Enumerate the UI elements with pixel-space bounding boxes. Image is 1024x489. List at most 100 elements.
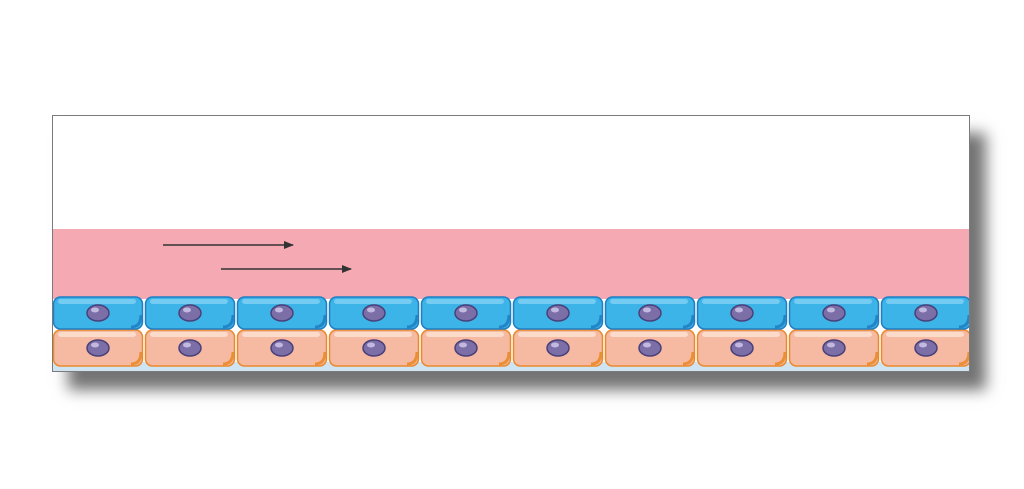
nucleus-highlight: [827, 307, 835, 313]
cell-highlight: [242, 332, 320, 337]
endothelial-cell-icon: [420, 296, 512, 330]
cell-shading: [314, 351, 327, 366]
nucleus: [914, 339, 938, 357]
nucleus: [270, 304, 294, 322]
nucleus-highlight: [919, 342, 927, 348]
nucleus: [362, 339, 386, 357]
cell-shading: [958, 351, 969, 366]
cell-highlight: [702, 332, 780, 337]
smooth-muscle-cell-icon: [604, 329, 696, 367]
vessel-diagram: [53, 116, 969, 371]
cell-shading: [774, 351, 787, 366]
nucleus-highlight: [367, 307, 375, 313]
cell-highlight: [426, 299, 504, 304]
cell-shading: [222, 351, 235, 366]
endothelial-cell-icon: [696, 296, 788, 330]
lumen-space: [53, 116, 969, 229]
cell-highlight: [242, 299, 320, 304]
endothelial-cell-icon: [236, 296, 328, 330]
cell-highlight: [150, 299, 228, 304]
cell-shading: [498, 351, 511, 366]
nucleus: [546, 339, 570, 357]
nucleus: [362, 304, 386, 322]
flow-arrows: [163, 241, 352, 273]
smooth-muscle-cell-icon: [144, 329, 236, 367]
cell-shading: [682, 351, 695, 366]
cell-highlight: [58, 332, 136, 337]
nucleus-highlight: [91, 342, 99, 348]
nucleus: [86, 339, 110, 357]
nucleus: [914, 304, 938, 322]
cell-shading: [682, 314, 695, 329]
smooth-muscle-cell-icon: [788, 329, 880, 367]
cell-highlight: [150, 332, 228, 337]
nucleus-highlight: [367, 342, 375, 348]
cell-shading: [590, 314, 603, 329]
smooth-muscle-cell-icon: [236, 329, 328, 367]
nucleus: [730, 304, 754, 322]
cell-highlight: [58, 299, 136, 304]
nucleus: [178, 339, 202, 357]
smooth-muscle-cell-icon: [696, 329, 788, 367]
nucleus-highlight: [827, 342, 835, 348]
nucleus-highlight: [459, 342, 467, 348]
endothelial-cell-icon: [144, 296, 236, 330]
nucleus-highlight: [735, 307, 743, 313]
cell-shading: [866, 351, 879, 366]
cell-highlight: [518, 332, 596, 337]
cell-highlight: [518, 299, 596, 304]
nucleus: [178, 304, 202, 322]
cell-highlight: [610, 332, 688, 337]
nucleus-highlight: [919, 307, 927, 313]
endothelial-cell-layer: [53, 296, 969, 330]
nucleus-highlight: [91, 307, 99, 313]
nucleus-highlight: [551, 307, 559, 313]
cell-shading: [498, 314, 511, 329]
cell-highlight: [886, 299, 964, 304]
cell-highlight: [702, 299, 780, 304]
cell-shading: [314, 314, 327, 329]
nucleus-highlight: [735, 342, 743, 348]
nucleus: [86, 304, 110, 322]
vessel-cross-section-panel: [52, 115, 970, 372]
cell-shading: [130, 314, 143, 329]
cell-highlight: [610, 299, 688, 304]
smooth-muscle-cell-icon: [880, 329, 969, 367]
cell-highlight: [334, 332, 412, 337]
endothelial-cell-icon: [604, 296, 696, 330]
nucleus: [638, 339, 662, 357]
nucleus: [638, 304, 662, 322]
cell-shading: [774, 314, 787, 329]
endothelial-cell-icon: [328, 296, 420, 330]
blood-plasma-layer: [53, 229, 969, 299]
smooth-muscle-cell-layer: [53, 329, 969, 367]
nucleus: [454, 304, 478, 322]
nucleus: [546, 304, 570, 322]
nucleus: [730, 339, 754, 357]
nucleus: [822, 339, 846, 357]
cell-highlight: [334, 299, 412, 304]
endothelial-cell-icon: [788, 296, 880, 330]
smooth-muscle-cell-icon: [420, 329, 512, 367]
nucleus-highlight: [183, 307, 191, 313]
cell-shading: [866, 314, 879, 329]
cell-shading: [130, 351, 143, 366]
smooth-muscle-cell-icon: [53, 329, 144, 367]
nucleus-highlight: [643, 342, 651, 348]
endothelial-cell-icon: [53, 296, 144, 330]
smooth-muscle-cell-icon: [512, 329, 604, 367]
nucleus-highlight: [183, 342, 191, 348]
cell-highlight: [886, 332, 964, 337]
nucleus-highlight: [275, 307, 283, 313]
nucleus-highlight: [459, 307, 467, 313]
nucleus: [454, 339, 478, 357]
endothelial-cell-icon: [880, 296, 969, 330]
cell-shading: [590, 351, 603, 366]
basement-membrane: [53, 362, 969, 371]
cell-shading: [406, 314, 419, 329]
cell-highlight: [794, 299, 872, 304]
nucleus: [270, 339, 294, 357]
cell-highlight: [426, 332, 504, 337]
cell-shading: [222, 314, 235, 329]
cell-shading: [406, 351, 419, 366]
